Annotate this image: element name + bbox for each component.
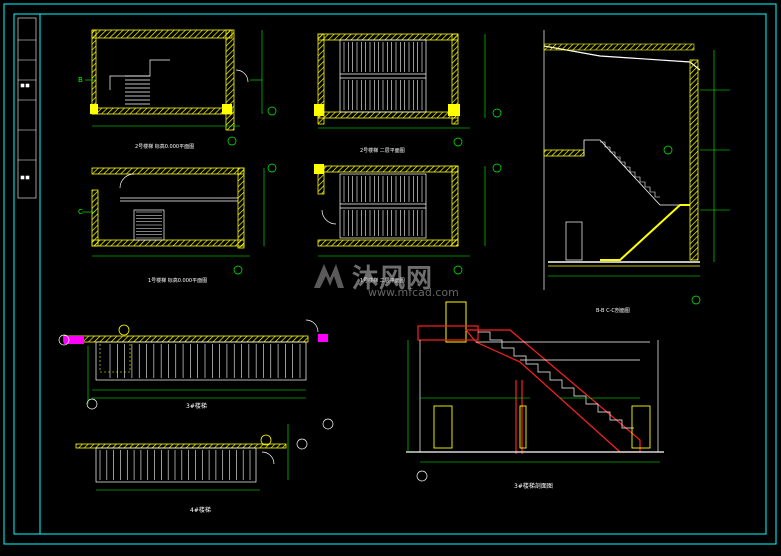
plan-4: 4#楼梯 [75,418,334,514]
section-title: B-B C-C剖面图 [596,307,630,314]
plan-2-ground: B 2号楼梯 标高0.000平面图 [78,29,277,150]
plan-title: 4#楼梯 [190,506,211,514]
plan-1-ground: C 1号楼梯 标高0.000平面图 [78,163,277,284]
axis-label-c: C [78,208,83,216]
plan-3: 3#楼梯 [58,319,328,410]
plan-title: 1号楼梯 二层平面图 [360,277,405,284]
plan-1-second: 1号楼梯 二层平面图 [314,163,502,284]
section-title: 3#楼梯剖面图 [514,482,553,490]
section-right: B-B C-C剖面图 [543,30,730,314]
section-3: 3#楼梯剖面图 [406,301,664,490]
plan-title: 2号楼梯 二层平面图 [360,147,405,154]
stair-profile [478,331,634,429]
plan-2-second: 2号楼梯 二层平面图 [314,33,502,154]
plan-title: 3#楼梯 [186,402,207,410]
axis-label-b: B [78,76,83,84]
plan-title: 2号楼梯 标高0.000平面图 [135,143,194,150]
plan-title: 1号楼梯 标高0.000平面图 [148,277,207,284]
title-block [17,17,37,199]
sheet-frame [3,3,777,545]
stair-profile [600,141,660,198]
